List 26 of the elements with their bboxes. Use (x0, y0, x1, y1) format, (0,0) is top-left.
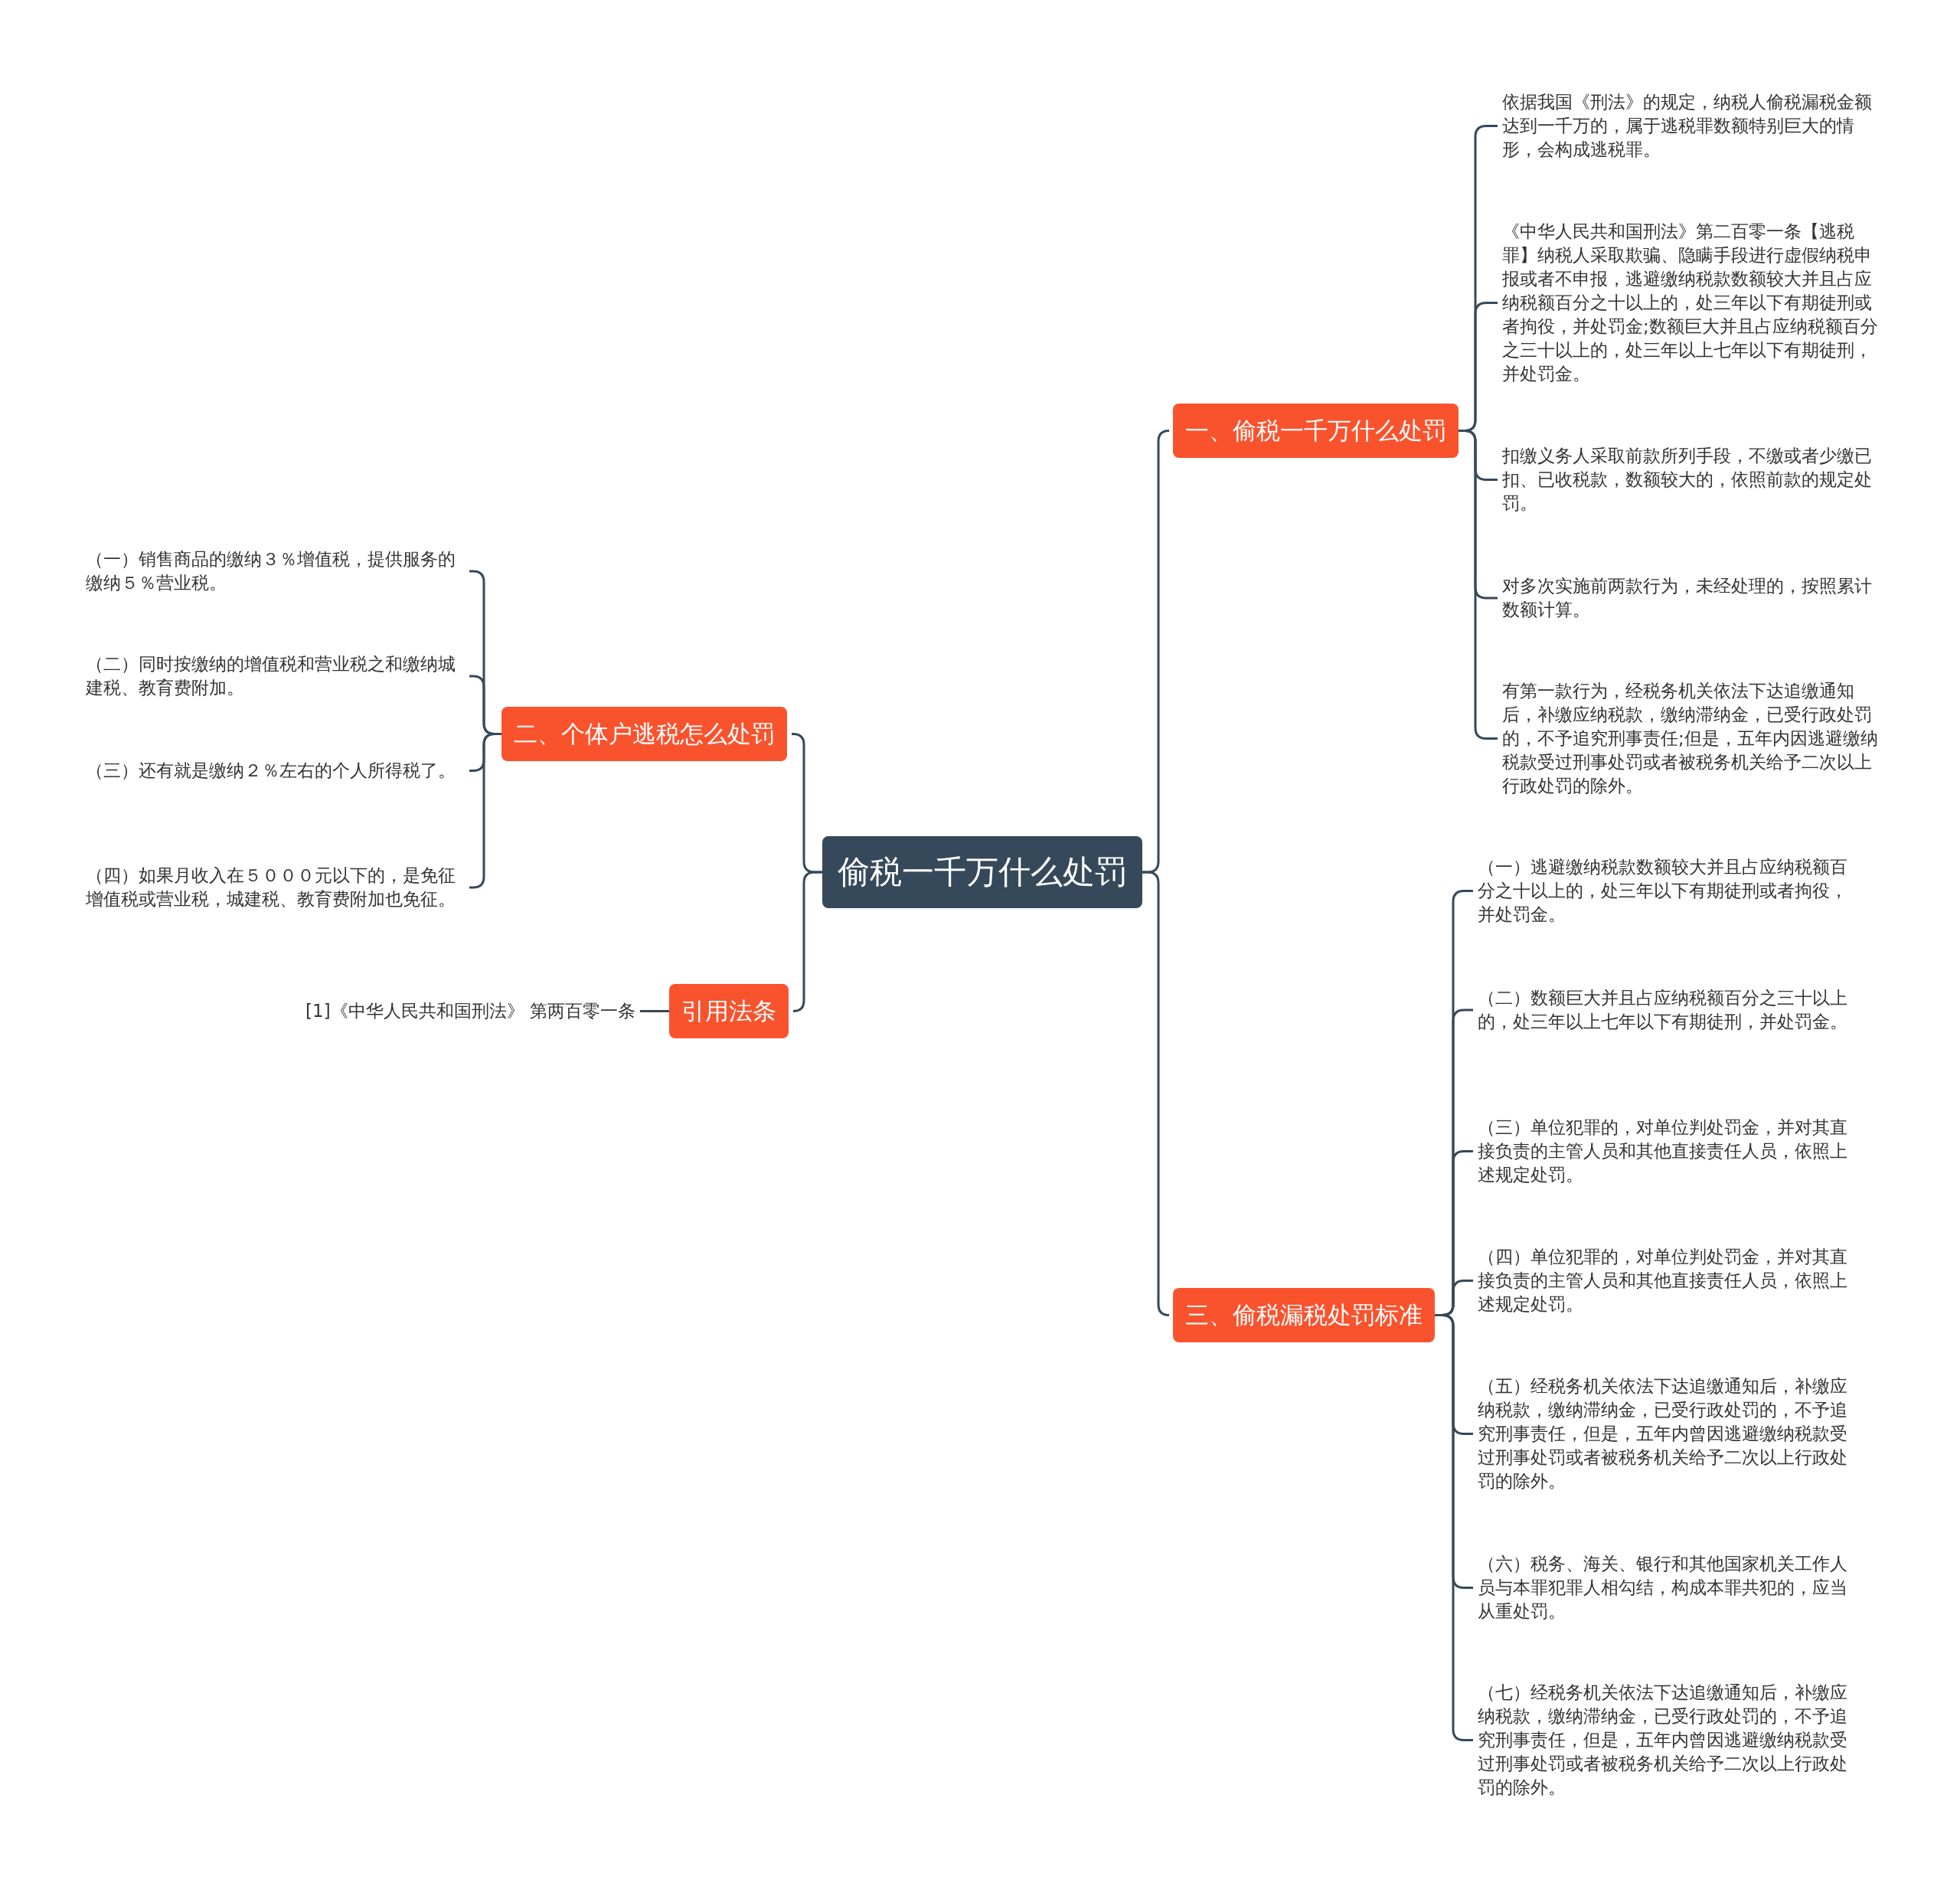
note-text: （一）逃避缴纳税款数额较大并且占应纳税额百分之十以上的，处三年以下有期徒刑或者拘役，并处罚金。 (1478, 855, 1857, 927)
note-text: [1]《中华人民共和国刑法》 第两百零一条 (305, 999, 635, 1023)
note-text: 扣缴义务人采取前款所列手段，不缴或者少缴已扣、已收税款，数额较大的，依照前款的规定处罚。 (1502, 444, 1881, 515)
note-text: （一）销售商品的缴纳３％增值税，提供服务的缴纳５％营业税。 (86, 547, 465, 595)
connector-line (1459, 430, 1498, 740)
topic-box: 二、个体户逃税怎么处罚 (501, 707, 787, 761)
connector-line (792, 871, 822, 1012)
central-topic-box: 偷税一千万什么处罚 (822, 836, 1142, 908)
note-text: （四）单位犯罪的，对单位判处罚金，并对其直接负责的主管人员和其他直接责任人员，依照上述规定处罚。 (1478, 1245, 1857, 1316)
note-text: （二）数额巨大并且占应纳税额百分之三十以上的，处三年以上七年以下有期徒刑，并处罚金。 (1478, 986, 1857, 1034)
note-text: 依据我国《刑法》的规定，纳税人偷税漏税金额达到一千万的，属于逃税罪数额特别巨大的情形，会构成逃税罪。 (1502, 90, 1881, 162)
note-text: （三）还有就是缴纳２％左右的个人所得税了。 (86, 759, 465, 783)
note-text: （六）税务、海关、银行和其他国家机关工作人员与本罪犯罪人相勾结，构成本罪共犯的，应当从重处罚。 (1478, 1552, 1857, 1623)
note-text: 《中华人民共和国刑法》第二百零一条【逃税罪】纳税人采取欺骗、隐瞒手段进行虚假纳税申报或者不申报，逃避缴纳税款数额较大并且占应纳税额百分之十以上的，处三年以下有期徒刑或者拘役，并处罚金;数额巨大并且占应纳税额百分之三十以上的，处三年以上七年以下有期徒刑，并处罚金。 (1502, 220, 1881, 386)
note-text: 有第一款行为，经税务机关依法下达追缴通知后，补缴应纳税款，缴纳滞纳金，已受行政处罚的，不予追究刑事责任;但是，五年内因逃避缴纳税款受过刑事处罚或者被税务机关给予二次以上行政处罚的除外。 (1502, 679, 1881, 798)
connector-line (1142, 871, 1171, 1316)
connector-line (640, 1010, 669, 1012)
topic-box: 三、偷税漏税处罚标准 (1173, 1288, 1435, 1342)
note-text: （七）经税务机关依法下达追缴通知后，补缴应纳税款，缴纳滞纳金，已受行政处罚的，不予追究刑事责任，但是，五年内曾因逃避缴纳税款受过刑事处罚或者被税务机关给予二次以上行政处罚的除外。 (1478, 1681, 1857, 1799)
topic-box: 引用法条 (669, 984, 789, 1038)
topic-box: 一、偷税一千万什么处罚 (1173, 404, 1459, 458)
note-text: 对多次实施前两款行为，未经处理的，按照累计数额计算。 (1502, 574, 1881, 622)
note-text: （五）经税务机关依法下达追缴通知后，补缴应纳税款，缴纳滞纳金，已受行政处罚的，不予追究刑事责任，但是，五年内曾因逃避缴纳税款受过刑事处罚或者被税务机关给予二次以上行政处罚的除外。 (1478, 1374, 1857, 1493)
note-text: （三）单位犯罪的，对单位判处罚金，并对其直接负责的主管人员和其他直接责任人员，依照上述规定处罚。 (1478, 1116, 1857, 1187)
note-text: （四）如果月收入在５０００元以下的，是免征增值税或营业税，城建税、教育费附加也免征。 (86, 864, 465, 911)
note-text: （二）同时按缴纳的增值税和营业税之和缴纳城建税、教育费附加。 (86, 652, 465, 700)
